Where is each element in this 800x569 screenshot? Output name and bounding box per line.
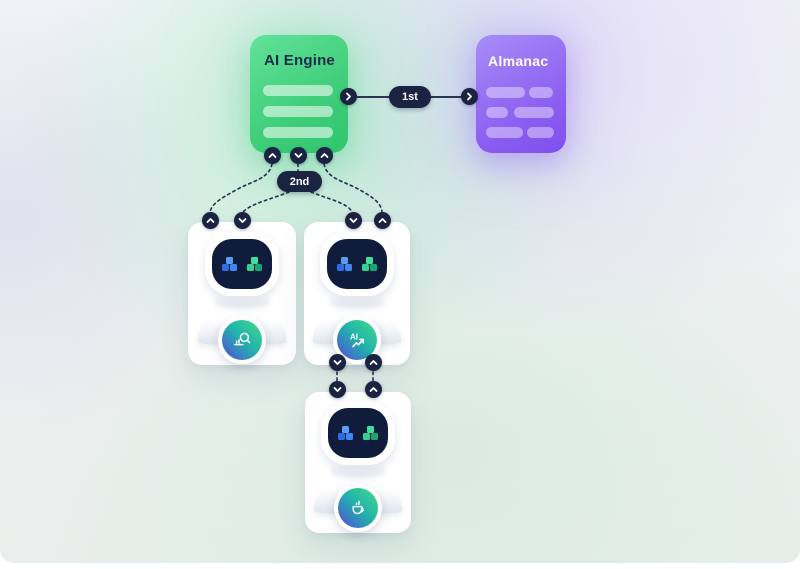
connector-node-agent2-receive [365, 354, 382, 371]
connector-node-engine-return-left [264, 147, 281, 164]
connector-node-agent3-in [329, 381, 346, 398]
coffee-cup-icon [352, 501, 364, 515]
agent-card-research [188, 222, 296, 365]
dashed-path-step2-to-agent1 [242, 191, 290, 213]
search-analytics-icon [234, 332, 251, 346]
agent-badge [218, 316, 266, 364]
chevron-up-icon [369, 360, 378, 365]
text-placeholder-pill [486, 127, 523, 138]
text-placeholder-bar [263, 85, 333, 96]
step-2-label: 2nd [289, 175, 310, 188]
text-placeholder-pill [514, 107, 554, 118]
connector-node-engine-dispatch [290, 147, 307, 164]
chevron-up-icon [206, 218, 215, 223]
robot-body [311, 484, 405, 533]
robot-eye-left [222, 257, 237, 271]
robot-eye-right [362, 257, 377, 271]
robot-head [320, 232, 394, 296]
robot-eye-left [338, 426, 353, 441]
agent-card-coffee [305, 392, 411, 533]
text-placeholder-pill [486, 87, 525, 98]
text-placeholder-bar [263, 106, 333, 117]
connector-node-agent2-in [345, 212, 362, 229]
chevron-down-icon [333, 360, 342, 365]
robot-chin [330, 293, 384, 306]
connector-node-agent3-out [365, 381, 382, 398]
chevron-right-icon [467, 92, 472, 101]
robot-chin [331, 461, 385, 475]
robot-eye-right [363, 426, 378, 441]
almanac-card: Almanac [476, 35, 566, 153]
robot-face-screen [212, 239, 272, 289]
robot-head [321, 402, 395, 465]
robot-head [205, 232, 279, 296]
dashed-path-step2-to-agent2 [310, 191, 353, 213]
connector-node-agent1-out [202, 212, 219, 229]
chevron-up-icon [378, 218, 387, 223]
robot-face-screen [328, 408, 388, 459]
robot-body [195, 315, 289, 365]
robot-body: AI [310, 315, 404, 365]
connector-node-almanac-in [461, 88, 478, 105]
step-2-badge: 2nd [277, 171, 322, 192]
connector-node-agent2-dispatch [329, 354, 346, 371]
connector-node-engine-out [340, 88, 357, 105]
chevron-up-icon [268, 153, 277, 158]
text-placeholder-pill [527, 127, 554, 138]
step-1-label: 1st [402, 91, 418, 103]
text-placeholder-bar [263, 127, 333, 138]
chevron-down-icon [349, 218, 358, 223]
dashed-path-agent1-return [209, 163, 273, 213]
robot-face-screen [327, 239, 387, 289]
page-bottom-margin [0, 563, 800, 569]
robot-chin [215, 293, 269, 306]
robot-eye-left [337, 257, 352, 271]
text-placeholder-pill [486, 107, 508, 118]
text-placeholder-pill [529, 87, 553, 98]
chevron-down-icon [294, 153, 303, 158]
ai-engine-card: AI Engine [250, 35, 348, 153]
chevron-up-icon [369, 387, 378, 392]
chevron-up-icon [320, 153, 329, 158]
agent-badge [334, 484, 382, 533]
chevron-down-icon [333, 387, 342, 392]
connector-node-engine-return-right [316, 147, 333, 164]
robot-eye-right [247, 257, 262, 271]
chevron-right-icon [346, 92, 351, 101]
agent-card-ai: AI [304, 222, 410, 365]
connector-node-agent1-in [234, 212, 251, 229]
ai-engine-title: AI Engine [264, 52, 335, 69]
almanac-title: Almanac [488, 53, 549, 69]
ai-trending-icon: AI [350, 333, 365, 348]
ai-badge-text: AI [350, 333, 358, 342]
connector-node-agent2-out [374, 212, 391, 229]
step-1-badge: 1st [389, 86, 431, 108]
chevron-down-icon [238, 218, 247, 223]
dashed-path-agent2-return [323, 163, 383, 213]
